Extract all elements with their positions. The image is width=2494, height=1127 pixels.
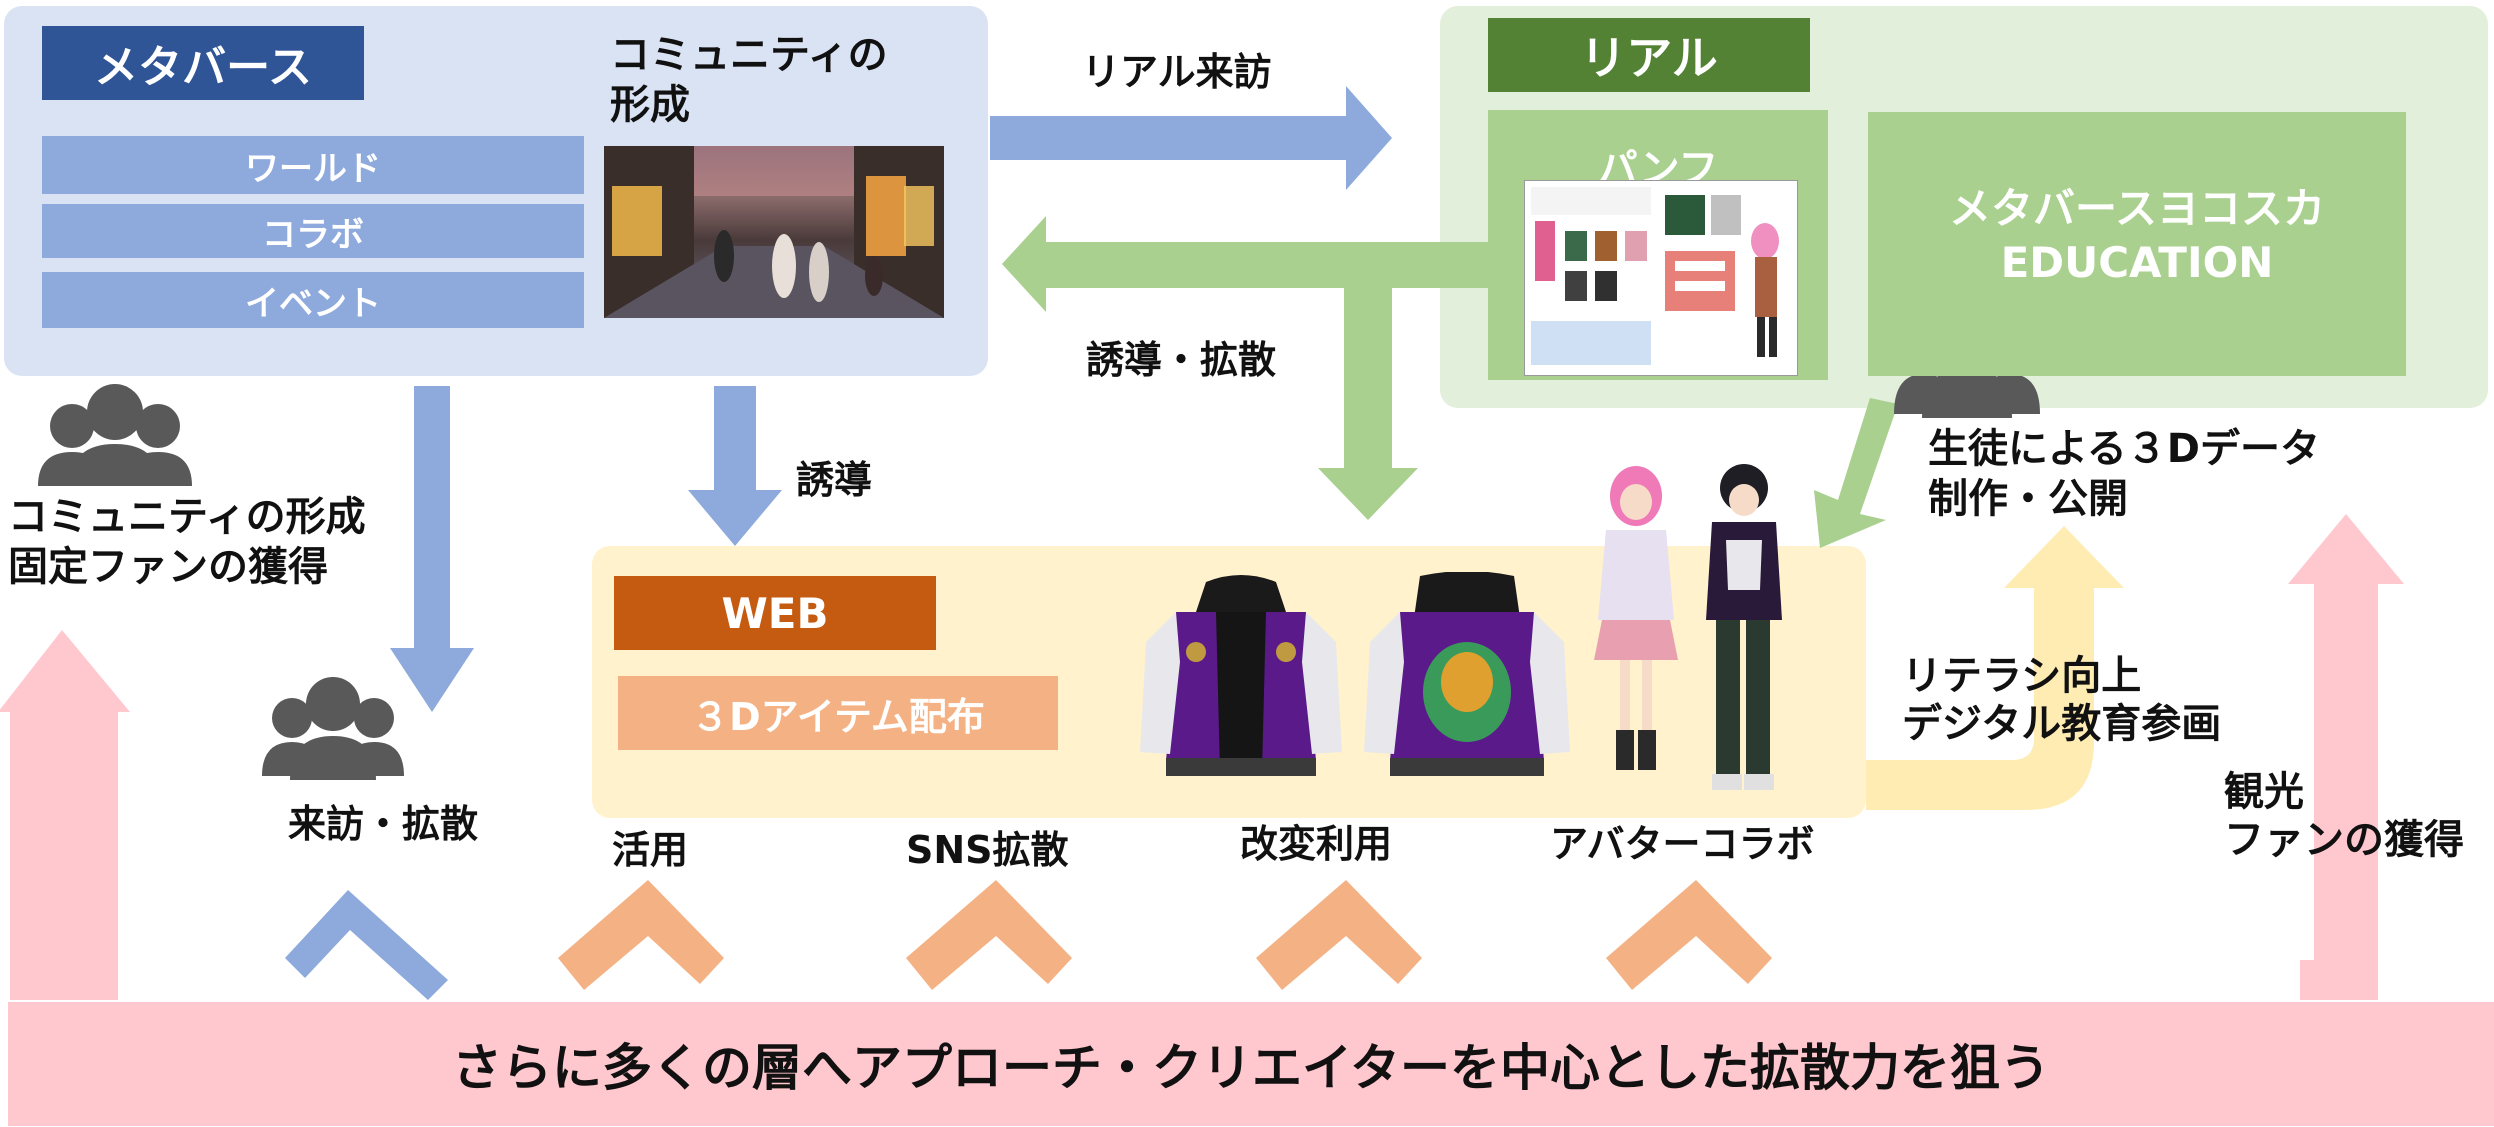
- label-visit-spread: 来訪・拡散: [288, 802, 479, 846]
- orange-chevrons: [558, 880, 1772, 990]
- green-arrows: [1002, 216, 1898, 548]
- label-sns-spread: SNS拡散: [906, 828, 1069, 872]
- label-guide-spread: 誘導・拡散: [1086, 338, 1277, 382]
- label-guide: 誘導: [796, 458, 873, 502]
- jacket-front-image: [1136, 572, 1346, 792]
- blue-arrows: [285, 86, 1392, 1000]
- education-title: メタバースヨコスカ EDUCATION: [1949, 184, 2325, 287]
- metaverse-item-collab: コラボ: [42, 204, 584, 258]
- footer-banner: さらに多くの層へアプローチ・クリエイターを中心とした拡散力を狙う: [8, 1002, 2494, 1126]
- label-community-fans: コミュニティの形成 固定ファンの獲得: [8, 494, 366, 590]
- label-real-visit: リアル来訪: [1082, 50, 1272, 94]
- label-student-3d: 生徒による３Dデータ 制作・公開: [1928, 426, 2321, 522]
- real-title: リアル: [1488, 18, 1810, 92]
- footer-text: さらに多くの層へアプローチ・クリエイターを中心とした拡散力を狙う: [452, 1039, 2050, 1097]
- yellow-arrow: [1866, 526, 2124, 810]
- web-title: WEB: [614, 576, 936, 650]
- pamphlet-image: [1524, 180, 1798, 376]
- avatar-characters-image: [1566, 460, 1812, 800]
- world-screenshot: [604, 146, 944, 318]
- label-tourism: 観光 ファンの獲得: [2224, 769, 2464, 863]
- jacket-back-image: [1360, 571, 1574, 792]
- label-modify-use: 改変利用: [1240, 822, 1393, 866]
- metaverse-title: メタバース: [42, 26, 364, 100]
- label-use: 活用: [612, 828, 689, 872]
- label-avatar-collab: アバターコラボ: [1550, 822, 1815, 866]
- item-distribution: ３Dアイテム配布: [618, 676, 1058, 750]
- metaverse-item-event: イベント: [42, 272, 584, 328]
- education-box: [1868, 112, 2406, 376]
- metaverse-item-world: ワールド: [42, 136, 584, 194]
- pink-loop-arrows: [0, 514, 2404, 1127]
- community-heading: コミュニティの 形成: [610, 32, 888, 128]
- label-literacy: リテラシ向上 デジタル教育参画: [1902, 653, 2222, 747]
